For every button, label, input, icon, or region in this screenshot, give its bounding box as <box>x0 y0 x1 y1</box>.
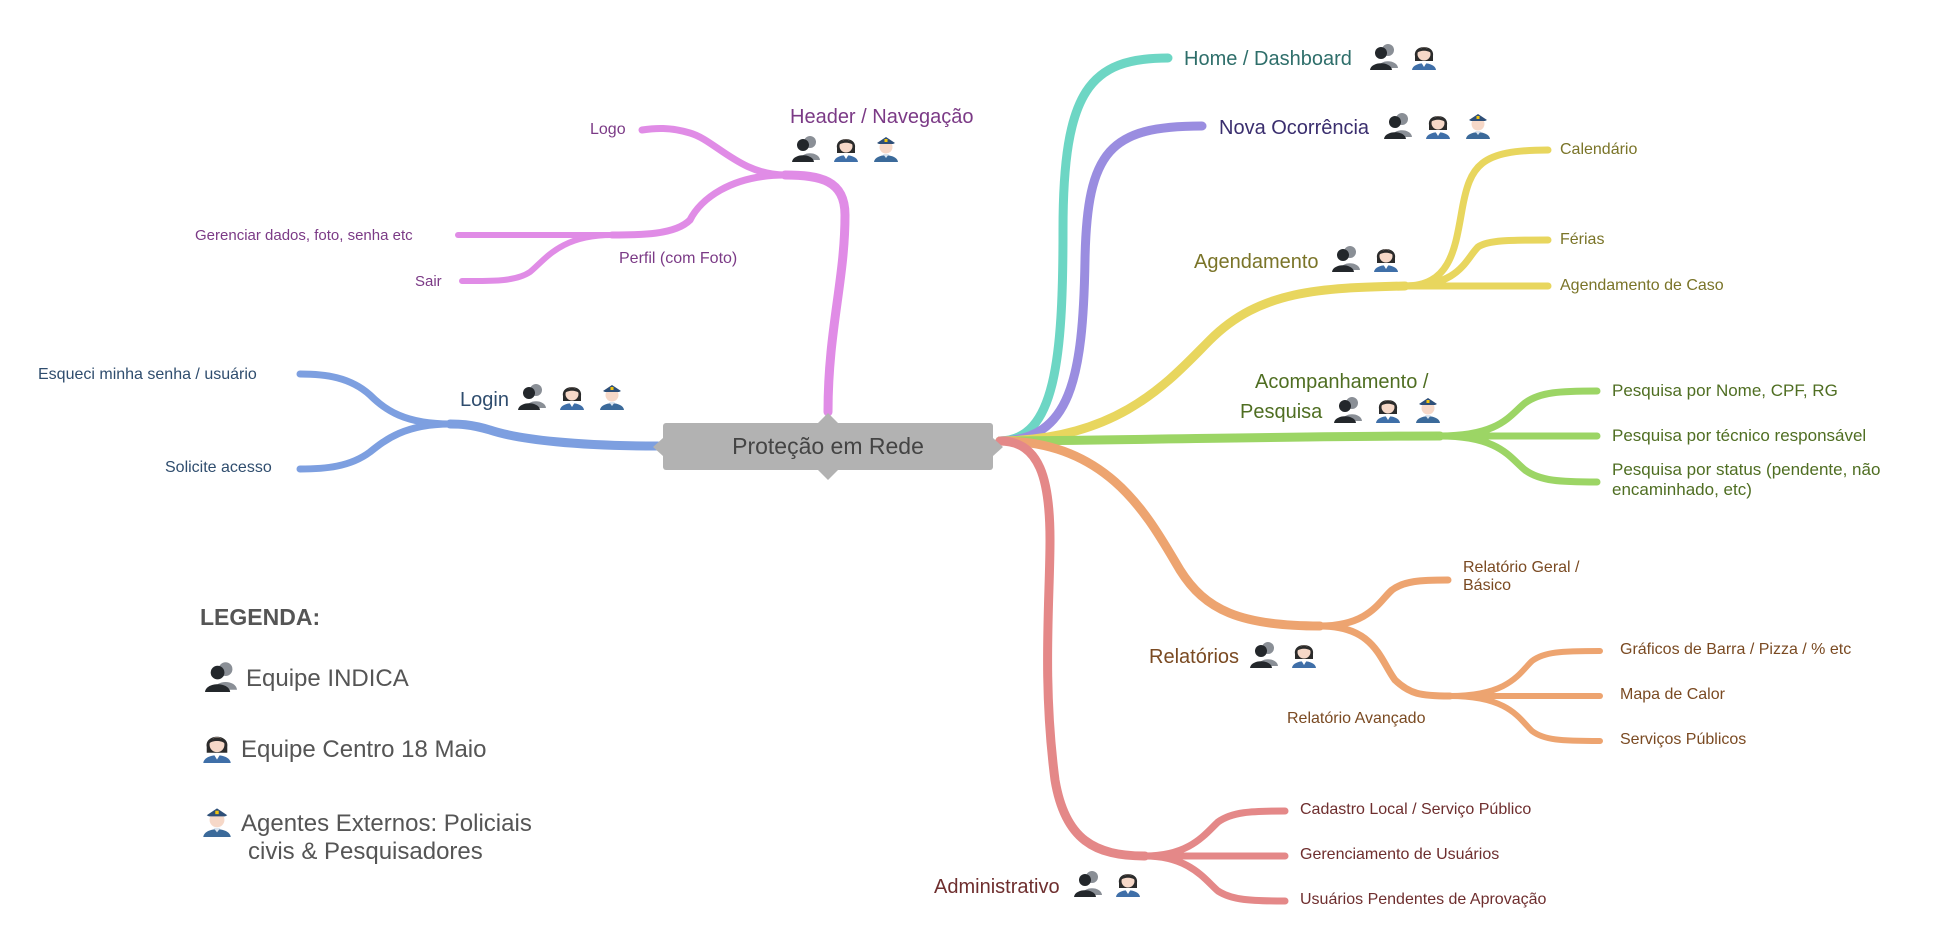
servicos-publicos-label[interactable]: Serviços Públicos <box>1620 731 1747 748</box>
sair-label[interactable]: Sair <box>415 273 442 290</box>
calendario-label[interactable]: Calendário <box>1560 141 1638 158</box>
team-indica-icon <box>1250 640 1278 668</box>
root-pointer-left <box>653 438 663 456</box>
administrativo-label[interactable]: Administrativo <box>934 876 1060 898</box>
perfil-label[interactable]: Perfil (com Foto) <box>619 250 738 267</box>
gerenciar-dados-label[interactable]: Gerenciar dados, foto, senha etc <box>195 227 413 244</box>
legend-equipe-indica: Equipe INDICA <box>246 665 409 692</box>
team-indica-icon <box>518 382 546 410</box>
legend-agentes-line2: civis & Pesquisadores <box>248 838 483 865</box>
pesquisa-nome-label[interactable]: Pesquisa por Nome, CPF, RG <box>1612 381 1838 400</box>
acompanhamento-label-line1[interactable]: Acompanhamento / <box>1255 371 1429 393</box>
home-connector <box>995 53 1173 446</box>
login-connectors <box>296 370 663 473</box>
woman-worker-icon <box>1290 640 1318 668</box>
police-officer-icon <box>1414 395 1442 423</box>
woman-worker-icon <box>1410 42 1438 70</box>
woman-worker-icon <box>558 382 586 410</box>
graficos-label[interactable]: Gráficos de Barra / Pizza / % etc <box>1620 641 1852 658</box>
gerenciamento-usuarios-label[interactable]: Gerenciamento de Usuários <box>1300 846 1500 863</box>
agendamento-caso-label[interactable]: Agendamento de Caso <box>1560 277 1724 294</box>
home-dashboard-label[interactable]: Home / Dashboard <box>1184 48 1352 70</box>
logo-label[interactable]: Logo <box>590 121 626 138</box>
relatorios-connectors <box>995 436 1603 744</box>
solicite-acesso-label[interactable]: Solicite acesso <box>165 459 272 476</box>
root-pointer-right <box>993 438 1003 456</box>
agendamento-label[interactable]: Agendamento <box>1194 251 1319 273</box>
team-indica-icon <box>1334 395 1362 423</box>
administrativo-role-icons <box>1074 869 1142 897</box>
woman-worker-icon <box>832 134 860 162</box>
team-indica-icon <box>1370 42 1398 70</box>
root-pointer-top <box>818 413 838 423</box>
acompanhamento-label-line2[interactable]: Pesquisa <box>1240 401 1323 423</box>
pesquisa-tecnico-label[interactable]: Pesquisa por técnico responsável <box>1612 426 1867 445</box>
root-node[interactable]: Proteção em Rede <box>663 423 993 470</box>
agendamento-role-icons <box>1332 244 1400 272</box>
usuarios-pendentes-label[interactable]: Usuários Pendentes de Aprovação <box>1300 891 1547 908</box>
team-indica-icon <box>1074 869 1102 897</box>
nova-connector <box>995 121 1207 446</box>
woman-worker-icon <box>1374 395 1402 423</box>
relatorios-role-icons <box>1250 640 1318 668</box>
cadastro-local-label[interactable]: Cadastro Local / Serviço Público <box>1300 801 1532 818</box>
team-indica-icon <box>792 134 820 162</box>
relatorios-label[interactable]: Relatórios <box>1149 646 1240 668</box>
woman-worker-icon <box>1114 869 1142 897</box>
header-role-icons <box>792 134 900 162</box>
team-indica-icon <box>1384 111 1412 139</box>
pesquisa-status-label[interactable]: Pesquisa por status (pendente, não encam… <box>1612 460 1881 499</box>
ferias-label[interactable]: Férias <box>1560 231 1605 248</box>
acompanhamento-connectors <box>995 387 1601 486</box>
root-pointer-bottom <box>818 470 838 480</box>
police-officer-icon <box>598 382 626 410</box>
nova-ocorrencia-label[interactable]: Nova Ocorrência <box>1219 117 1370 139</box>
legend-title: LEGENDA: <box>200 604 321 630</box>
police-officer-icon <box>1464 111 1492 139</box>
team-indica-icon <box>1332 244 1360 272</box>
header-navigation-label[interactable]: Header / Navegação <box>790 106 974 128</box>
home-role-icons <box>1370 42 1438 70</box>
esqueci-senha-label[interactable]: Esqueci minha senha / usuário <box>38 366 257 383</box>
login-label[interactable]: Login <box>460 389 509 411</box>
woman-worker-icon <box>1424 111 1452 139</box>
header-connectors <box>455 124 850 417</box>
police-officer-icon <box>872 134 900 162</box>
nova-role-icons <box>1384 111 1492 139</box>
police-officer-icon <box>201 805 233 837</box>
woman-worker-icon <box>201 731 233 763</box>
agendamento-connectors <box>995 146 1552 446</box>
team-indica-icon <box>205 660 237 692</box>
mapa-calor-label[interactable]: Mapa de Calor <box>1620 686 1725 703</box>
relatorio-geral-label[interactable]: Relatório Geral / Básico <box>1463 559 1580 595</box>
woman-worker-icon <box>1372 244 1400 272</box>
relatorio-avancado-label[interactable]: Relatório Avançado <box>1287 710 1426 727</box>
acompanhamento-role-icons <box>1334 395 1442 423</box>
login-role-icons <box>518 382 626 410</box>
legend-equipe-centro: Equipe Centro 18 Maio <box>241 736 487 763</box>
root-label: Proteção em Rede <box>732 433 924 459</box>
administrativo-connectors <box>995 436 1289 905</box>
legend-agentes-line1: Agentes Externos: Policiais <box>241 810 532 837</box>
